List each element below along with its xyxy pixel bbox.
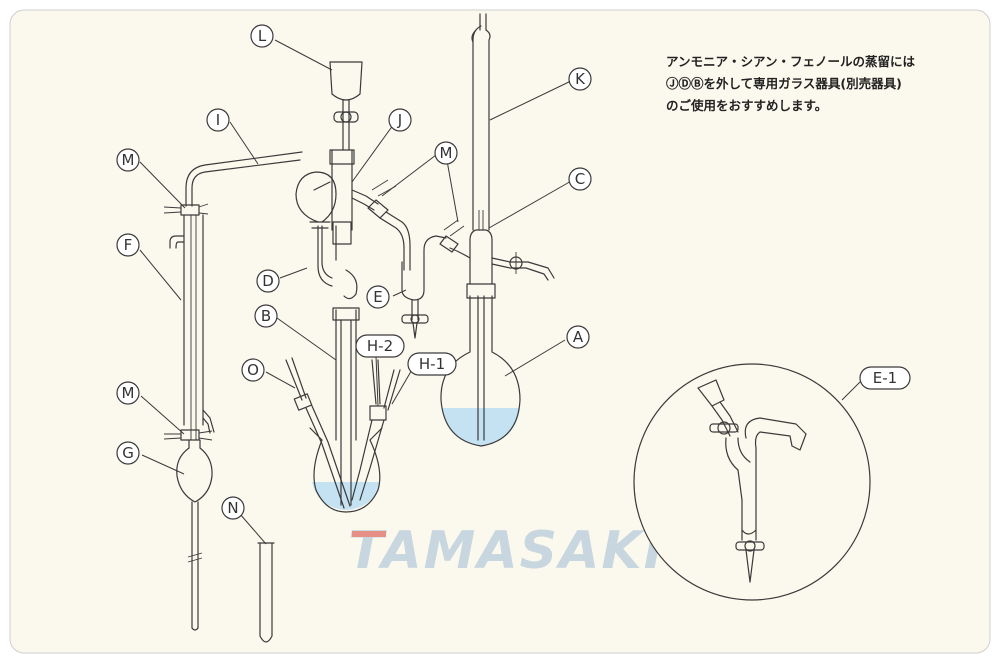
test-tube-N: [257, 542, 275, 643]
note-line-3: のご使用をおすすめします。: [666, 98, 827, 113]
callout-O: O: [241, 358, 265, 382]
condenser-assembly: [163, 151, 303, 631]
callout-H2: H-2: [355, 334, 405, 358]
callout-H1-label: H-1: [419, 355, 445, 373]
callout-I-label: I: [216, 111, 220, 129]
callout-C-label: C: [575, 170, 585, 188]
callout-E1: E-1: [859, 366, 911, 390]
callout-H1: H-1: [407, 352, 457, 376]
callout-M-middle: M: [434, 141, 458, 165]
callout-M-bottom: M: [116, 381, 140, 405]
callout-B: B: [254, 304, 278, 328]
callout-K: K: [568, 67, 592, 91]
callout-F-label: F: [124, 236, 133, 254]
note-line-2: ⒿⒹⒷを外して専用ガラス器具(別売器具): [666, 76, 902, 91]
distillation-flask-assembly: [285, 61, 401, 513]
callout-D: D: [256, 269, 280, 293]
callout-O-label: O: [247, 361, 259, 379]
watermark: TAMASAKI: [348, 521, 665, 581]
note-line-1: アンモニア・シアン・フェノールの蒸留には: [666, 54, 916, 69]
watermark-text: TAMASAKI: [348, 521, 665, 581]
callout-M-bottom-label: M: [122, 384, 135, 402]
callout-J: J: [388, 108, 412, 132]
callout-G: G: [116, 441, 140, 465]
callout-N: N: [221, 496, 245, 520]
callout-E: E: [366, 285, 390, 309]
callout-H2-label: H-2: [367, 337, 393, 355]
receiver-assembly: [440, 13, 555, 447]
callout-L: L: [250, 24, 274, 48]
callout-E-label: E: [373, 288, 382, 306]
callout-I: I: [206, 108, 230, 132]
callout-G-label: G: [122, 444, 134, 462]
callout-M-top: M: [116, 148, 140, 172]
usage-note: アンモニア・シアン・フェノールの蒸留には ⒿⒹⒷを外して専用ガラス器具(別売器具…: [666, 54, 916, 113]
callout-L-label: L: [258, 27, 267, 45]
detail-E1: [633, 363, 871, 601]
callout-B-label: B: [261, 307, 271, 325]
callout-M-top-label: M: [122, 151, 135, 169]
callout-K-label: K: [575, 70, 586, 88]
callout-J-label: J: [397, 111, 402, 129]
callout-A-label: A: [573, 328, 584, 346]
watermark-accent: [352, 531, 386, 537]
callout-M-middle-label: M: [440, 144, 453, 162]
callout-F: F: [116, 233, 140, 257]
callout-N-label: N: [227, 499, 238, 517]
callout-D-label: D: [262, 272, 274, 290]
trap-E: [367, 179, 465, 339]
callout-E1-label: E-1: [873, 369, 897, 387]
callout-A: A: [566, 325, 590, 349]
callout-C: C: [568, 167, 592, 191]
leader-lines: [139, 39, 863, 545]
